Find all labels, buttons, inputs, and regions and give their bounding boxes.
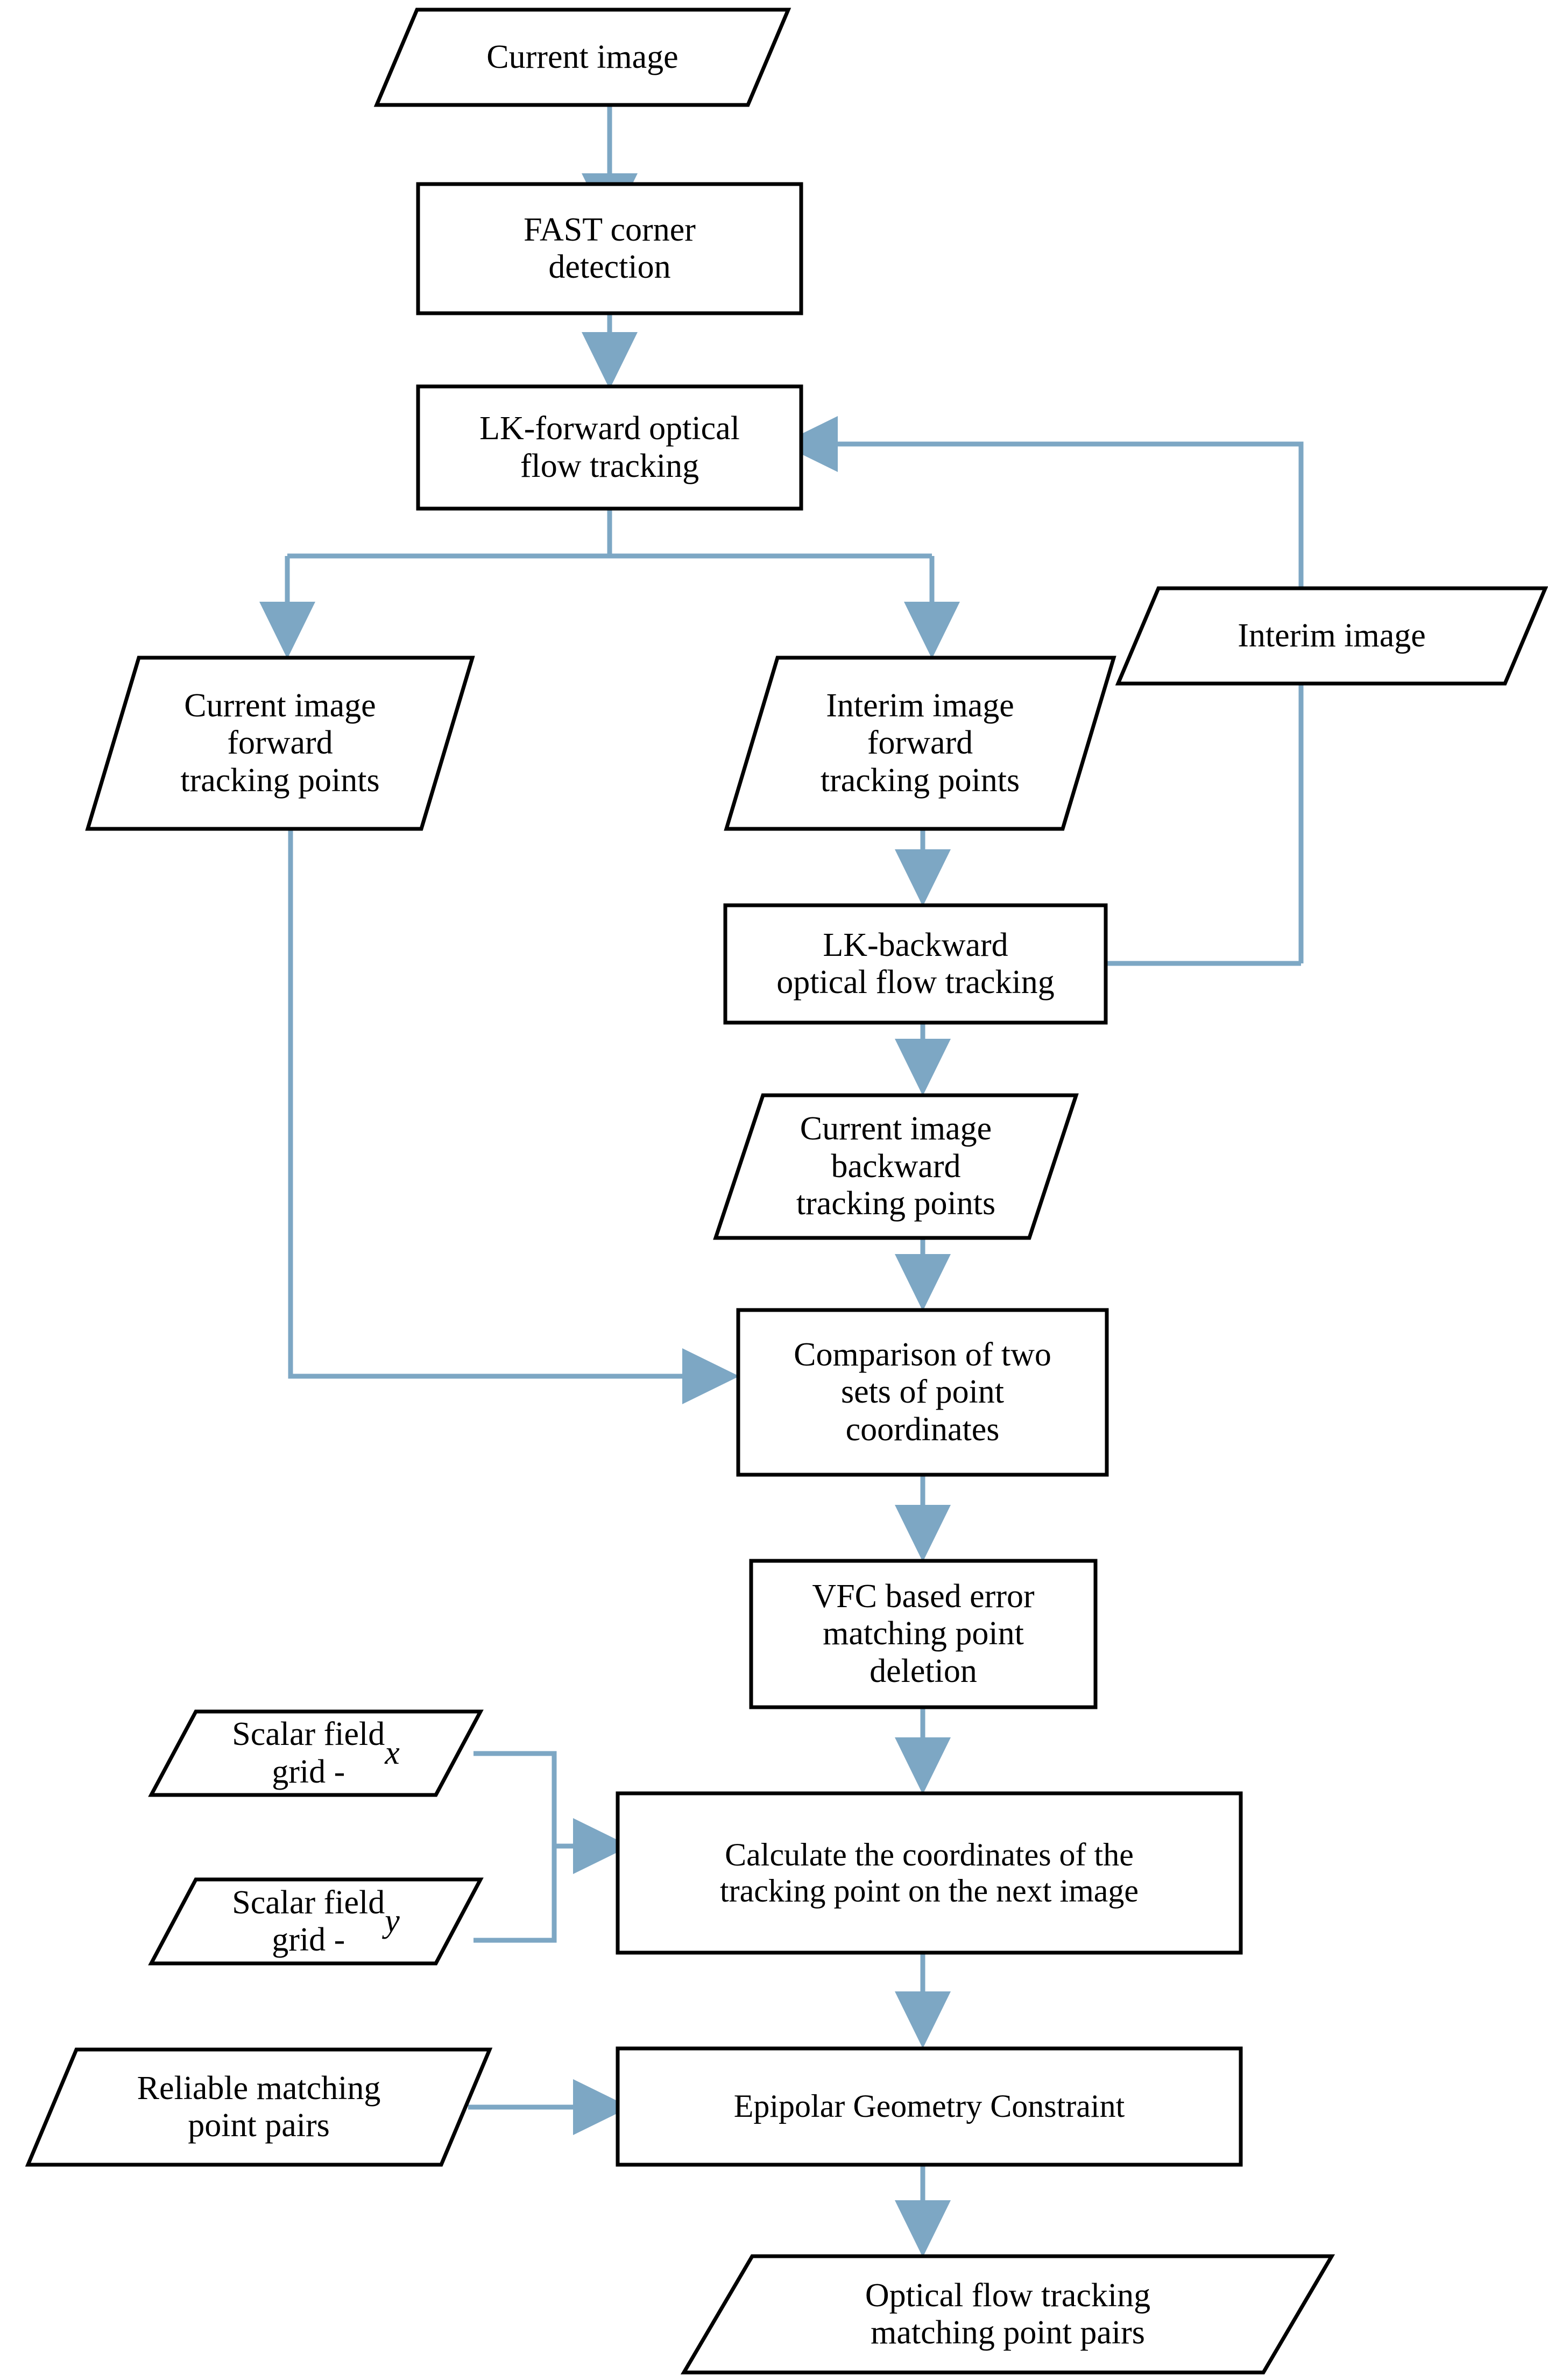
node-epipolar-geometry[interactable] [616, 2046, 1243, 2167]
edge-interim-feedback-head [781, 416, 838, 472]
edge-split-left-head [259, 602, 315, 659]
node-current-image-bwd-pts[interactable] [713, 1093, 1079, 1240]
connector-layer [259, 105, 1304, 2257]
edge-fwdpts-to-comparison-line [288, 829, 682, 1379]
node-scalar-field-grid-x[interactable] [148, 1709, 484, 1797]
node-fast-corner-detection[interactable] [416, 182, 803, 315]
edge-calculate-to-epipolar-head [895, 1991, 951, 2048]
edge-interimpts-to-lkbackward-head [895, 849, 951, 906]
node-current-image[interactable] [373, 8, 791, 107]
edge-epipolar-to-output-head [895, 2200, 951, 2257]
node-reliable-matching-pairs[interactable] [25, 2047, 493, 2167]
edge-gridx-to-calculate-line [473, 1751, 573, 1849]
node-lk-backward[interactable] [723, 903, 1108, 1025]
edge-split-right-head [904, 602, 960, 659]
edge-vfc-to-calculate-head [895, 1737, 951, 1794]
node-scalar-field-grid-y[interactable] [148, 1877, 484, 1966]
node-optical-flow-output[interactable] [680, 2254, 1335, 2375]
node-vfc-deletion[interactable] [749, 1559, 1098, 1709]
edge-fast-to-lkforward-head [582, 332, 638, 389]
edge-gridy-to-calculate-line [473, 1846, 557, 1943]
node-calculate-coordinates[interactable] [616, 1791, 1243, 1955]
edge-reliable-to-epipolar-head [573, 2079, 630, 2135]
edge-bwdpts-to-comparison-head [895, 1254, 951, 1311]
edge-grid-to-calculate-head [573, 1818, 630, 1874]
node-interim-image-fwd-pts[interactable] [724, 656, 1116, 831]
edge-lkbackward-to-bwdpts-head [895, 1039, 951, 1096]
edge-interim-feedback-riser [838, 441, 1304, 963]
node-lk-forward[interactable] [416, 384, 803, 511]
node-current-image-fwd-pts[interactable] [85, 656, 475, 831]
node-interim-image[interactable] [1115, 586, 1548, 686]
node-comparison[interactable] [736, 1308, 1109, 1477]
edge-comparison-to-vfc-head [895, 1505, 951, 1562]
edge-fwdpts-to-comparison-head [682, 1348, 739, 1404]
shape-layer [25, 8, 1548, 2375]
